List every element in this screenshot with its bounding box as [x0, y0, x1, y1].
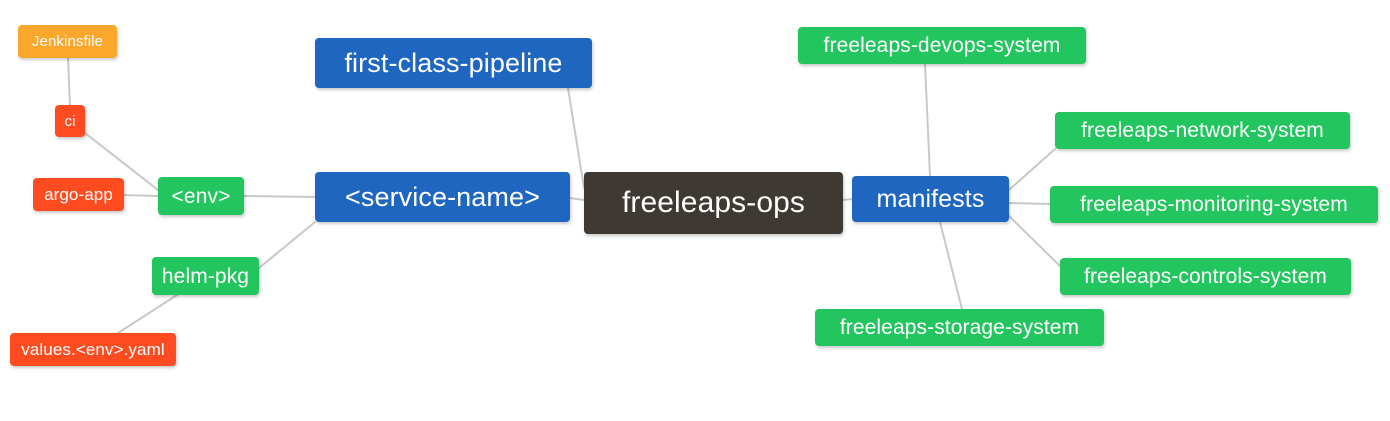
mindmap-node-label-freeleaps-network-system: freeleaps-network-system [1081, 119, 1324, 142]
mindmap-node-label-values-env-yaml: values.<env>.yaml [21, 340, 165, 359]
edge-manifests-to-freeleaps-network-system [1008, 148, 1056, 191]
edge-env-to-argo-app [123, 194, 159, 197]
mindmap-node-label-env: <env> [171, 184, 231, 208]
mindmap-node-freeleaps-devops-system[interactable]: freeleaps-devops-system [798, 27, 1086, 64]
mindmap-node-helm-pkg[interactable]: helm-pkg [152, 257, 259, 295]
mindmap-node-label-freeleaps-storage-system: freeleaps-storage-system [839, 316, 1080, 339]
mindmap-node-freeleaps-controls-system[interactable]: freeleaps-controls-system [1060, 258, 1351, 295]
mindmap-node-jenkinsfile[interactable]: Jenkinsfile [18, 25, 117, 58]
mindmap-node-label-service-name: <service-name> [345, 181, 540, 212]
edge-ci-to-jenkinsfile [67, 57, 71, 106]
mindmap-node-label-freeleaps-ops: freeleaps-ops [621, 186, 806, 219]
mindmap-node-ci[interactable]: ci [55, 105, 85, 137]
mindmap-node-label-freeleaps-controls-system: freeleaps-controls-system [1084, 265, 1327, 288]
mindmap-node-env[interactable]: <env> [158, 177, 244, 215]
mindmap-node-label-helm-pkg: helm-pkg [161, 264, 250, 288]
edge-service-name-to-env [243, 195, 316, 198]
edge-freeleaps-ops-to-first-class-pipeline [567, 87, 585, 189]
mindmap-node-freeleaps-monitoring-system[interactable]: freeleaps-monitoring-system [1050, 186, 1378, 223]
edge-manifests-to-freeleaps-devops-system [924, 63, 931, 177]
mindmap-node-service-name[interactable]: <service-name> [315, 172, 570, 222]
edge-manifests-to-freeleaps-monitoring-system [1008, 202, 1051, 205]
edge-service-name-to-helm-pkg [258, 221, 316, 269]
mindmap-node-freeleaps-network-system[interactable]: freeleaps-network-system [1055, 112, 1350, 149]
edge-manifests-to-freeleaps-controls-system [1008, 215, 1061, 267]
mindmap-node-label-argo-app: argo-app [44, 185, 113, 204]
mindmap-node-label-manifests: manifests [876, 184, 985, 213]
mindmap-node-freeleaps-ops[interactable]: freeleaps-ops [584, 172, 843, 234]
edge-freeleaps-ops-to-manifests [842, 198, 853, 201]
mindmap-node-argo-app[interactable]: argo-app [33, 178, 124, 211]
mindmap-node-label-first-class-pipeline: first-class-pipeline [344, 47, 563, 78]
mindmap-node-label-jenkinsfile: Jenkinsfile [31, 33, 104, 50]
mindmap-node-first-class-pipeline[interactable]: first-class-pipeline [315, 38, 592, 88]
mindmap-node-label-ci: ci [64, 112, 76, 130]
edge-helm-pkg-to-values-env-yaml [117, 294, 178, 334]
edge-freeleaps-ops-to-service-name [569, 197, 585, 201]
edge-manifests-to-freeleaps-storage-system [939, 221, 963, 310]
mindmap-node-manifests[interactable]: manifests [852, 176, 1009, 222]
mindmap-node-label-freeleaps-monitoring-system: freeleaps-monitoring-system [1080, 193, 1348, 216]
mindmap-node-freeleaps-storage-system[interactable]: freeleaps-storage-system [815, 309, 1104, 346]
mindmap-node-values-env-yaml[interactable]: values.<env>.yaml [10, 333, 176, 366]
mindmap-node-label-freeleaps-devops-system: freeleaps-devops-system [823, 34, 1061, 57]
